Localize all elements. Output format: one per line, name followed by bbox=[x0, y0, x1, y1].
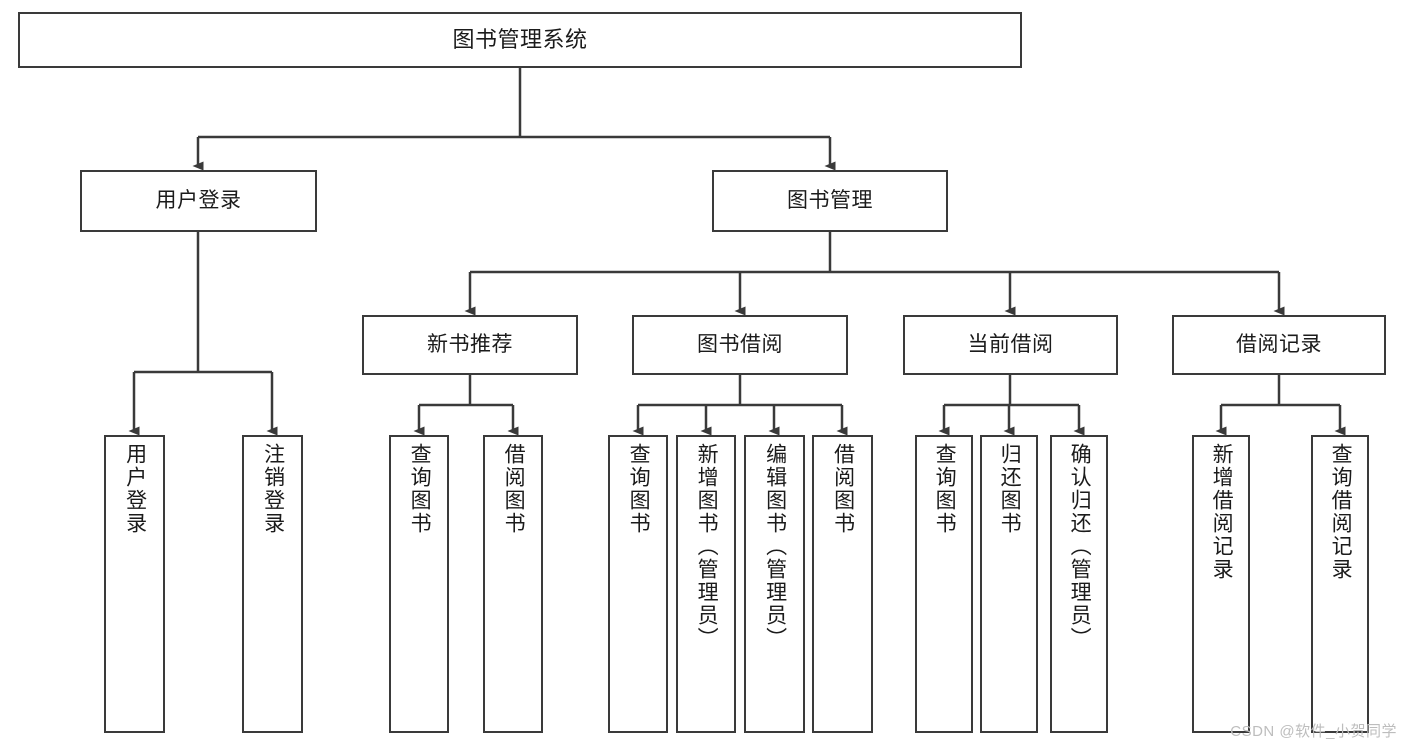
leaf-query-book-1-label: 查询图书 bbox=[408, 443, 432, 535]
node-book-borrow-label: 图书借阅 bbox=[697, 332, 783, 356]
leaf-return-book-label: 归还图书 bbox=[998, 443, 1022, 535]
leaf-query-book-1[interactable]: 查询图书 bbox=[389, 435, 449, 733]
node-root-label: 图书管理系统 bbox=[452, 27, 588, 53]
leaf-add-book[interactable]: 新增图书（管理员） bbox=[676, 435, 736, 733]
node-borrow-record[interactable]: 借阅记录 bbox=[1172, 315, 1386, 375]
node-new-book-recommend-label: 新书推荐 bbox=[427, 332, 513, 356]
node-new-book-recommend[interactable]: 新书推荐 bbox=[362, 315, 578, 375]
node-user-login[interactable]: 用户登录 bbox=[80, 170, 317, 232]
leaf-query-book-3[interactable]: 查询图书 bbox=[915, 435, 973, 733]
leaf-add-record-label: 新增借阅记录 bbox=[1210, 443, 1234, 581]
leaf-query-book-2[interactable]: 查询图书 bbox=[608, 435, 668, 733]
leaf-query-record[interactable]: 查询借阅记录 bbox=[1311, 435, 1369, 733]
leaf-logout-label: 注销登录 bbox=[261, 443, 285, 535]
node-book-manage-label: 图书管理 bbox=[787, 188, 873, 212]
node-book-borrow[interactable]: 图书借阅 bbox=[632, 315, 848, 375]
leaf-confirm-return-label: 确认归还（管理员） bbox=[1068, 443, 1092, 650]
leaf-add-record[interactable]: 新增借阅记录 bbox=[1192, 435, 1250, 733]
leaf-query-book-2-label: 查询图书 bbox=[627, 443, 651, 535]
node-book-manage[interactable]: 图书管理 bbox=[712, 170, 948, 232]
leaf-logout[interactable]: 注销登录 bbox=[242, 435, 303, 733]
csdn-watermark: CSDN @软件_小贺同学 bbox=[1230, 723, 1397, 740]
leaf-confirm-return[interactable]: 确认归还（管理员） bbox=[1050, 435, 1108, 733]
leaf-query-record-label: 查询借阅记录 bbox=[1329, 443, 1353, 581]
leaf-user-login-label: 用户登录 bbox=[123, 443, 147, 535]
leaf-query-book-3-label: 查询图书 bbox=[933, 443, 957, 535]
leaf-borrow-book-2[interactable]: 借阅图书 bbox=[812, 435, 873, 733]
leaf-return-book[interactable]: 归还图书 bbox=[980, 435, 1038, 733]
node-root[interactable]: 图书管理系统 bbox=[18, 12, 1022, 68]
leaf-borrow-book-2-label: 借阅图书 bbox=[831, 443, 855, 535]
node-current-borrow[interactable]: 当前借阅 bbox=[903, 315, 1118, 375]
leaf-edit-book[interactable]: 编辑图书（管理员） bbox=[744, 435, 805, 733]
leaf-borrow-book-1-label: 借阅图书 bbox=[502, 443, 526, 535]
node-borrow-record-label: 借阅记录 bbox=[1236, 332, 1322, 356]
leaf-edit-book-label: 编辑图书（管理员） bbox=[763, 443, 787, 650]
node-user-login-label: 用户登录 bbox=[155, 188, 242, 212]
leaf-add-book-label: 新增图书（管理员） bbox=[695, 443, 719, 650]
leaf-borrow-book-1[interactable]: 借阅图书 bbox=[483, 435, 543, 733]
node-current-borrow-label: 当前借阅 bbox=[967, 332, 1054, 356]
leaf-user-login[interactable]: 用户登录 bbox=[104, 435, 165, 733]
